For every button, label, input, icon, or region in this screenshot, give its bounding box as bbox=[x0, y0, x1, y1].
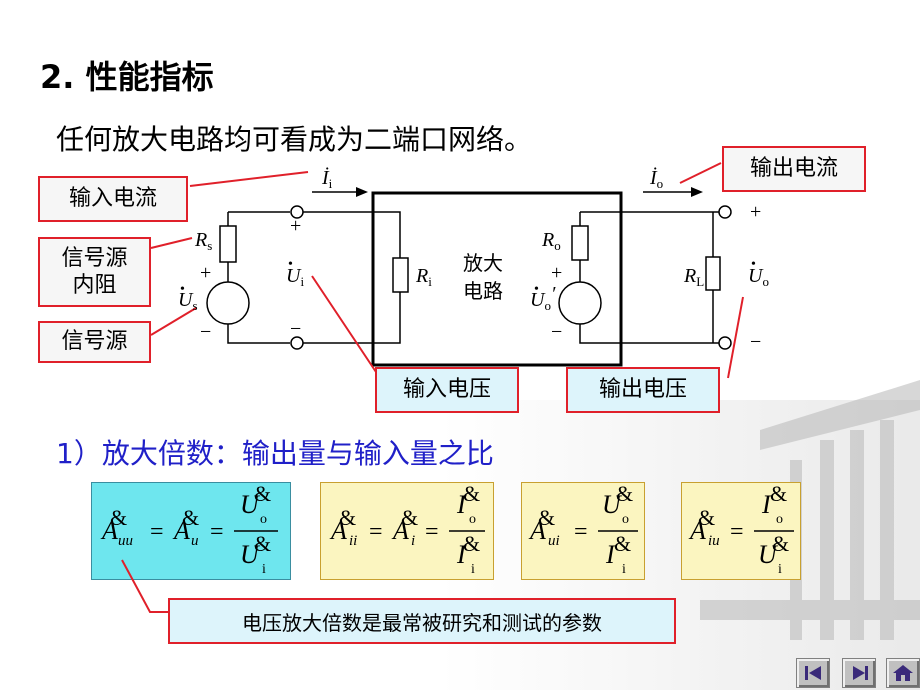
callout-signal-source: 信号源 bbox=[38, 321, 151, 363]
svg-text:=: = bbox=[150, 519, 164, 545]
intro-text: 任何放大电路均可看成为二端口网络。 bbox=[56, 123, 533, 156]
svg-text:&: & bbox=[254, 483, 271, 506]
svg-text:&: & bbox=[538, 505, 555, 530]
uo-label: Uo bbox=[748, 265, 769, 289]
ri-resistor bbox=[392, 257, 409, 293]
svg-text:&: & bbox=[110, 505, 127, 530]
callout-output-voltage: 输出电压 bbox=[566, 367, 720, 413]
svg-text:=: = bbox=[210, 519, 224, 545]
page-title: 2. 性能指标 bbox=[40, 58, 214, 96]
svg-text:A: A bbox=[100, 516, 118, 545]
svg-text:i: i bbox=[471, 562, 475, 577]
formula-aiu: A & iu = I & o U & i bbox=[681, 481, 801, 580]
svg-text:&: & bbox=[463, 483, 480, 506]
svg-text:o: o bbox=[260, 512, 267, 527]
section-heading: 1）放大倍数：输出量与输入量之比 bbox=[56, 437, 494, 470]
us-label: Us bbox=[178, 289, 198, 313]
svg-text:=: = bbox=[425, 519, 439, 545]
svg-text:o: o bbox=[469, 512, 476, 527]
first-icon bbox=[805, 666, 821, 680]
svg-text:i: i bbox=[778, 562, 782, 577]
ui-label: Ui bbox=[286, 265, 304, 289]
svg-text:−: − bbox=[290, 318, 301, 340]
nav-home-button[interactable] bbox=[886, 658, 920, 688]
svg-text:&: & bbox=[254, 531, 271, 556]
svg-text:•: • bbox=[751, 257, 756, 272]
svg-text:•: • bbox=[288, 257, 293, 272]
svg-text:ui: ui bbox=[548, 533, 560, 549]
formula-auu: A & uu = A & u = U & o U & i bbox=[91, 481, 291, 580]
svg-text:ii: ii bbox=[349, 533, 357, 549]
svg-text:uu: uu bbox=[118, 533, 133, 549]
ro-label: Ro bbox=[541, 229, 561, 253]
ii-label: İi bbox=[321, 166, 333, 191]
svg-text:A: A bbox=[391, 516, 409, 545]
svg-text:电路: 电路 bbox=[463, 280, 503, 303]
svg-text:•: • bbox=[534, 282, 539, 297]
svg-text:&: & bbox=[463, 531, 480, 556]
svg-text:I: I bbox=[456, 540, 467, 569]
svg-text:&: & bbox=[339, 505, 356, 530]
svg-text:+: + bbox=[750, 201, 761, 223]
svg-text:i: i bbox=[411, 533, 415, 549]
svg-text:=: = bbox=[574, 519, 588, 545]
svg-text:放大: 放大 bbox=[463, 252, 503, 275]
nav-next-button[interactable] bbox=[842, 658, 876, 688]
svg-text:+: + bbox=[551, 262, 562, 284]
svg-text:−: − bbox=[551, 321, 562, 343]
svg-text:•: • bbox=[180, 282, 185, 297]
svg-text:&: & bbox=[772, 531, 789, 556]
svg-text:A: A bbox=[528, 516, 546, 545]
svg-text:U: U bbox=[240, 540, 261, 569]
home-icon bbox=[893, 665, 913, 681]
svg-text:A: A bbox=[329, 516, 347, 545]
svg-text:I: I bbox=[605, 540, 616, 569]
svg-text:−: − bbox=[200, 321, 211, 343]
svg-text:U: U bbox=[602, 490, 623, 519]
circuit-diagram: İi İo Rs Us Ui Ri Ro Uo′ RL Uo • • • • +… bbox=[150, 162, 769, 379]
svg-text:i: i bbox=[622, 562, 626, 577]
svg-text:&: & bbox=[614, 531, 631, 556]
svg-text:A: A bbox=[688, 516, 706, 545]
svg-text:iu: iu bbox=[708, 533, 720, 549]
note-box: 电压放大倍数是最常被研究和测试的参数 bbox=[168, 598, 676, 644]
svg-text:=: = bbox=[369, 519, 383, 545]
svg-text:=: = bbox=[730, 519, 744, 545]
svg-text:+: + bbox=[200, 262, 211, 284]
svg-text:&: & bbox=[770, 483, 787, 506]
nav-first-button[interactable] bbox=[796, 658, 830, 688]
svg-text:u: u bbox=[191, 533, 199, 549]
svg-text:&: & bbox=[182, 505, 199, 530]
next-icon bbox=[853, 666, 868, 680]
formula-aii: A & ii = A & i = I & o I & i bbox=[320, 481, 494, 580]
svg-text:U: U bbox=[240, 490, 261, 519]
svg-text:−: − bbox=[750, 331, 761, 353]
svg-text:i: i bbox=[262, 562, 266, 577]
rs-label: Rs bbox=[194, 229, 212, 253]
callout-source-resistance: 信号源 内阻 bbox=[38, 237, 151, 307]
svg-text:+: + bbox=[290, 215, 301, 237]
formula-aui: A & ui = U & o I & i bbox=[521, 481, 645, 580]
uo-prime-label: Uo′ bbox=[530, 283, 556, 313]
rl-resistor bbox=[705, 256, 721, 291]
amplifier-box bbox=[371, 191, 623, 367]
svg-text:U: U bbox=[758, 540, 779, 569]
ri-label: Ri bbox=[415, 265, 432, 289]
rl-label: RL bbox=[683, 265, 704, 289]
svg-text:&: & bbox=[401, 505, 418, 530]
svg-text:A: A bbox=[172, 516, 190, 545]
io-label: İo bbox=[649, 166, 663, 191]
callout-input-voltage: 输入电压 bbox=[375, 367, 519, 413]
callout-output-current: 输出电流 bbox=[722, 146, 866, 192]
svg-text:o: o bbox=[622, 512, 629, 527]
svg-text:I: I bbox=[761, 490, 772, 519]
svg-text:I: I bbox=[456, 490, 467, 519]
callout-input-current: 输入电流 bbox=[38, 176, 188, 222]
svg-text:&: & bbox=[698, 505, 715, 530]
svg-text:o: o bbox=[776, 512, 783, 527]
svg-text:&: & bbox=[616, 483, 633, 506]
